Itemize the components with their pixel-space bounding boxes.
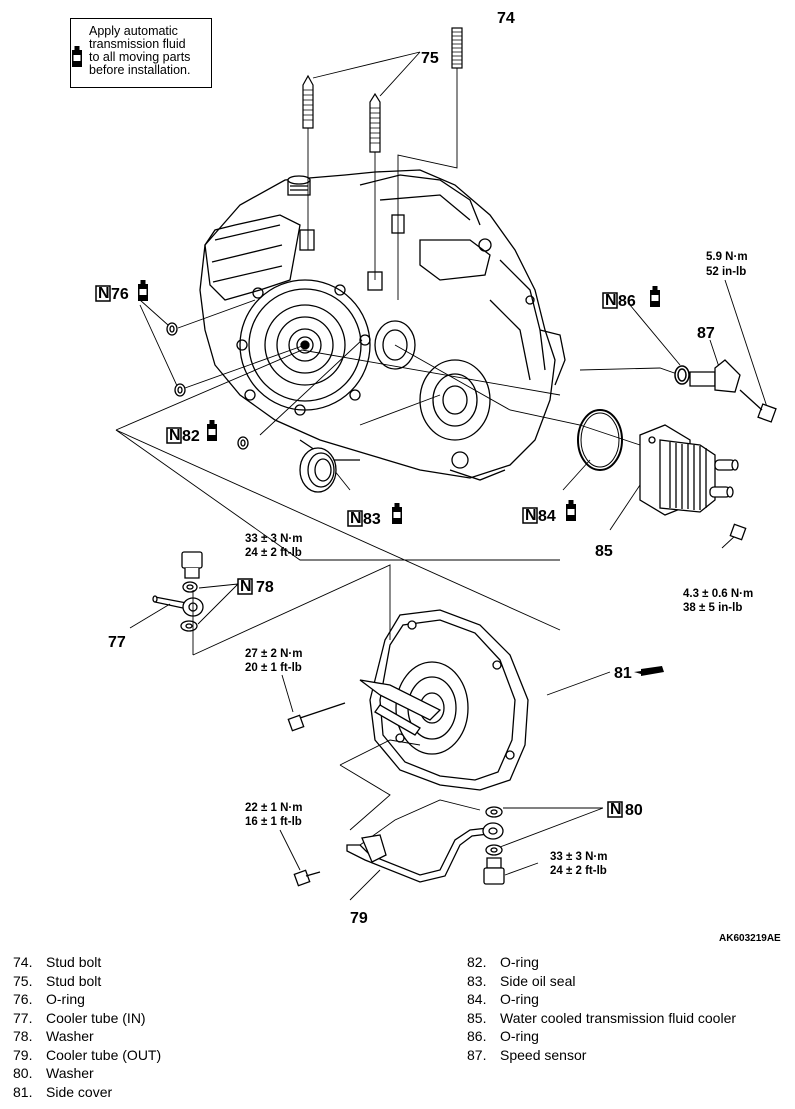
legend-item: 83.Side oil seal [467,972,576,989]
parts-legend-left: 74.Stud bolt 75.Stud bolt 76.O-ring 77.C… [13,953,161,1101]
new-part-mark: N [610,801,622,818]
callout-79: 79 [350,910,368,927]
torque-85-inlb: 38 ± 5 in-lb [683,602,742,614]
callout-86: 86 [618,293,636,310]
legend-item: 87.Speed sensor [467,1046,587,1063]
legend-item: 86.O-ring [467,1028,539,1044]
figure-code: AK603219AE [719,933,781,944]
torque-79-ftlb: 16 ± 1 ft-lb [245,816,302,828]
cooler-tube-out-79 [293,806,505,887]
legend-item: 78.Washer [13,1028,94,1044]
stud-bolt-75-a [302,74,314,129]
new-part-mark: N [605,292,617,309]
callout-78-group: N 78 [237,578,274,596]
legend-item: 82.O-ring [467,954,539,970]
transmission-exploded-diagram: 74 75 N 76 N 82 N 83 N 84 N 86 87 85 N 7… [95,10,777,927]
callout-76: 76 [111,286,129,303]
legend-item: 81.Side cover [13,1083,113,1100]
fluid-can-icon [392,503,402,524]
fluid-can-icon [207,420,217,441]
parts-legend-right: 82.O-ring 83.Side oil seal 84.O-ring 85.… [467,953,736,1064]
callout-85: 85 [595,543,613,560]
speed-sensor-87 [689,359,777,423]
leader-lines-upper [115,51,769,561]
legend-item: 76.O-ring [13,991,85,1007]
legend-item: 79.Cooler tube (OUT) [13,1046,162,1063]
atf-note-text: Apply automatic transmission fluid to al… [89,24,191,77]
torque-79-nm: 22 ± 1 N·m [245,802,302,814]
torque-85-nm: 4.3 ± 0.6 N·m [683,588,753,600]
new-part-mark: N [169,427,181,444]
callout-77: 77 [108,634,126,651]
legend-item: 75.Stud bolt [13,972,102,989]
callout-80: 80 [625,802,643,819]
callout-83: 83 [363,511,381,528]
legend-item: 84.O-ring [467,991,539,1007]
callout-78: 78 [256,579,274,596]
new-part-mark: N [350,510,362,527]
fluid-cooler-85 [639,424,747,541]
torque-80-nm: 33 ± 3 N·m [550,851,607,863]
fluid-can-icon [566,500,576,521]
torque-81-ftlb: 20 ± 1 ft-lb [245,662,302,674]
legend-item: 74.Stud bolt [13,954,102,970]
o-ring-76 [166,322,186,397]
legend-item: 77.Cooler tube (IN) [13,1009,146,1026]
callout-76-group: N 76 [95,280,148,303]
o-ring-86 [674,365,690,385]
torque-77-ftlb: 24 ± 2 ft-lb [245,547,302,559]
callout-80-group: N 80 [607,801,643,819]
new-part-mark: N [525,507,537,524]
callout-83-group: N 83 [347,503,402,528]
cooler-tube-in-77 [152,551,204,632]
legend-item: 85.Water cooled transmission fluid coole… [467,1009,737,1026]
side-oil-seal-83 [299,447,337,493]
o-ring-84 [577,409,623,471]
atf-note-box: Apply automatic transmission fluid to al… [70,18,212,88]
fluid-can-icon [72,46,82,67]
callout-74: 74 [497,10,515,27]
callout-87: 87 [697,325,715,342]
torque-81-nm: 27 ± 2 N·m [245,648,302,660]
torque-87-inlb: 52 in-lb [706,266,746,278]
stud-bolt-74 [451,27,463,69]
torque-77-nm: 33 ± 3 N·m [245,533,302,545]
callout-84: 84 [538,508,556,525]
torque-80-ftlb: 24 ± 2 ft-lb [550,865,607,877]
callout-86-group: N 86 [602,286,660,310]
callout-84-group: N 84 [522,500,576,525]
torque-87-nm: 5.9 N·m [706,251,748,263]
callout-82: 82 [182,428,200,445]
fluid-can-icon [138,280,148,301]
callout-82-group: N 82 [166,420,217,445]
side-cover-81 [287,609,529,791]
new-part-mark: N [240,578,252,595]
callout-81: 81 [614,665,632,682]
fluid-can-icon [650,286,660,307]
sealant-symbol-81 [634,666,664,676]
o-ring-82 [237,436,249,450]
new-part-mark: N [98,285,110,302]
leader-lines-lower [115,429,611,901]
stud-bolt-75-b [369,92,381,153]
legend-item: 80.Washer [13,1065,94,1081]
callout-75: 75 [421,50,439,67]
transmission-case [199,169,566,481]
